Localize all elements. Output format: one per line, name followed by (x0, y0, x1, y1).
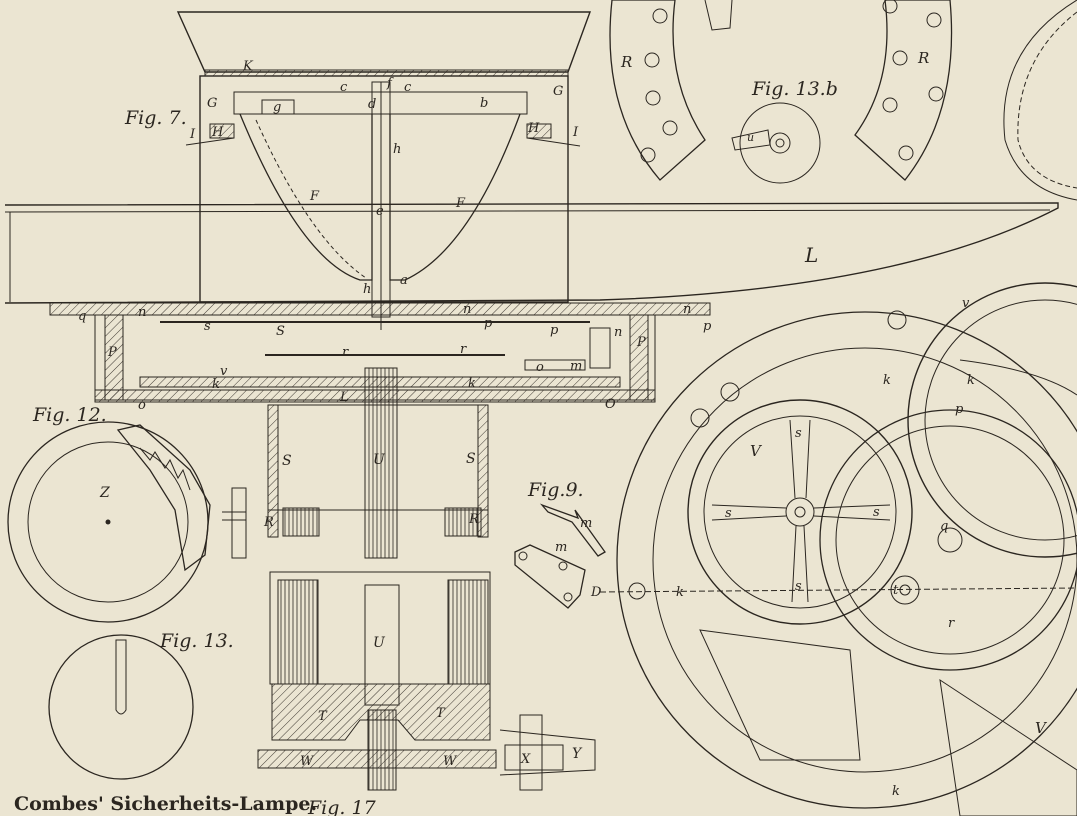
label-s2: s (795, 426, 802, 441)
label-S2: S (282, 453, 292, 469)
label-L: L (804, 243, 818, 267)
label-s3: s (725, 506, 732, 521)
label-p3: p (703, 319, 712, 334)
label-R3: R (620, 53, 632, 71)
label-n4: n (614, 325, 622, 340)
label-T: T (318, 709, 328, 724)
label-m: m (570, 359, 582, 374)
label-U2: U (373, 635, 386, 651)
label-Z: Z (99, 485, 110, 501)
label-R4: R (917, 49, 929, 67)
label-t: t (893, 583, 899, 598)
fig13b-caption: Fig. 13.b (751, 78, 838, 100)
label-G: G (207, 96, 217, 111)
fig17-caption: Fig. 17 (307, 797, 377, 816)
mechanism-section (49, 302, 711, 559)
label-k2: k (468, 376, 476, 391)
label-H: H (211, 125, 224, 140)
label-P2: P (107, 345, 117, 360)
label-U: U (373, 452, 386, 468)
label-W2: W (443, 754, 458, 769)
fig12-caption: Fig. 12. (32, 404, 107, 426)
label-s4: s (873, 505, 880, 520)
label-r3: r (948, 616, 955, 631)
label-S3: S (466, 451, 476, 467)
label-o: o (536, 360, 544, 375)
label-p: p (484, 316, 493, 331)
label-c: c (340, 80, 348, 95)
label-n2: n (463, 302, 471, 317)
label-g: g (273, 100, 281, 115)
label-D: D (590, 585, 602, 600)
label-I2: I (572, 125, 579, 140)
figure-captions: Fig. 7. Fig.9. Fig. 12. Fig. 13. Fig. 13… (32, 78, 838, 816)
label-d: d (368, 97, 376, 112)
label-Y: Y (572, 746, 583, 762)
label-F: F (309, 189, 320, 204)
label-T2: T (436, 706, 446, 721)
label-k5: k (967, 373, 975, 388)
label-S: S (276, 324, 285, 339)
label-G2: G (553, 84, 563, 99)
label-m2: m (580, 516, 592, 531)
label-k3: k (676, 585, 684, 600)
label-R2: R (468, 512, 479, 527)
label-h2: h (363, 282, 371, 297)
label-v: v (220, 364, 228, 379)
label-o2: o (138, 398, 146, 413)
label-r2: r (460, 342, 467, 357)
label-R: R (263, 515, 274, 530)
label-k6: k (892, 784, 900, 799)
label-k4: k (883, 373, 891, 388)
fig7-drawing (176, 11, 592, 330)
label-I: I (189, 127, 196, 142)
label-s: s (204, 319, 211, 334)
part-labels: K c c f d b G G g H H I I h h F F e a L … (78, 49, 1048, 799)
label-p2: p (550, 323, 559, 338)
label-u: u (747, 131, 754, 144)
label-W: W (300, 754, 315, 769)
fig12-drawing (7, 421, 247, 623)
label-V2: V (1035, 719, 1048, 737)
lower-section (257, 571, 596, 791)
label-h: h (393, 142, 401, 157)
label-O: O (605, 397, 616, 412)
label-V: V (750, 442, 763, 460)
fig9-drawing (514, 503, 606, 609)
label-n: n (138, 305, 146, 320)
fig13b-drawing (609, 0, 1077, 201)
fig13-drawing (48, 634, 194, 780)
label-K: K (242, 59, 254, 74)
label-k: k (212, 377, 220, 392)
label-m3: m (555, 540, 567, 555)
label-s5: s (795, 579, 802, 594)
label-e: e (376, 204, 384, 219)
label-b: b (480, 96, 488, 111)
label-H2: H (527, 121, 540, 136)
plate-title: Combes' Sicherheits-Lampe. (14, 793, 317, 815)
label-r: r (342, 345, 349, 360)
fig9-caption: Fig.9. (527, 479, 584, 501)
label-a: a (400, 273, 408, 288)
label-q2: q (940, 519, 948, 534)
fig7-caption: Fig. 7. (124, 107, 187, 129)
fig13-caption: Fig. 13. (159, 630, 234, 652)
label-c2: c (404, 80, 412, 95)
lamp-base-L (4, 202, 1059, 304)
label-p4: p (955, 402, 964, 417)
label-X: X (520, 752, 531, 767)
label-v2: v (962, 296, 970, 311)
label-P: P (636, 335, 646, 350)
label-F2: F (455, 196, 466, 211)
label-f: f (386, 76, 394, 91)
label-q: q (78, 309, 86, 324)
label-L2: L (339, 390, 349, 405)
gear-assembly (599, 282, 1077, 816)
label-n3: n (683, 302, 691, 317)
